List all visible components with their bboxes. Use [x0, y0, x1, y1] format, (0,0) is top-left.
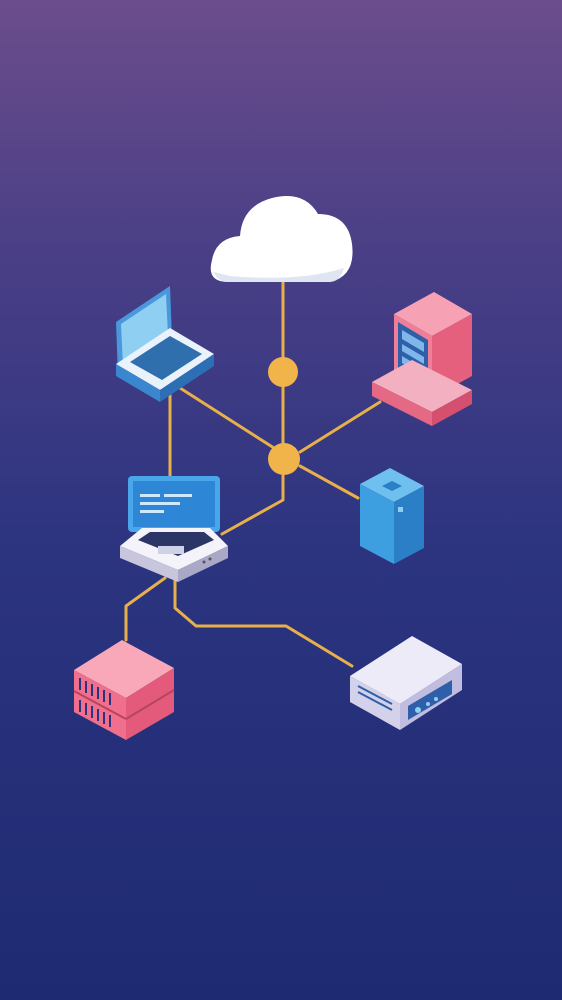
- router-icon: [350, 636, 462, 730]
- laptop-blue-icon: [116, 286, 214, 402]
- desktop-computer-icon: [372, 292, 472, 426]
- hub-top-node: [268, 357, 298, 387]
- connector-hub-central-laptop: [220, 460, 285, 536]
- hub-center-node: [268, 443, 300, 475]
- server-rack-icon: [73, 640, 175, 740]
- connector-server-hub: [298, 464, 360, 500]
- connector-central-pink-server: [124, 576, 167, 642]
- central-laptop-icon: [120, 476, 228, 582]
- connector-central-router: [173, 576, 354, 668]
- cloud-icon: [210, 196, 353, 282]
- stock-image-id: 1074510024: [0, 766, 3, 860]
- server-cabinet-icon: [360, 468, 424, 564]
- connector-desktop-hub: [298, 400, 382, 454]
- connector-laptop-hub: [178, 386, 276, 450]
